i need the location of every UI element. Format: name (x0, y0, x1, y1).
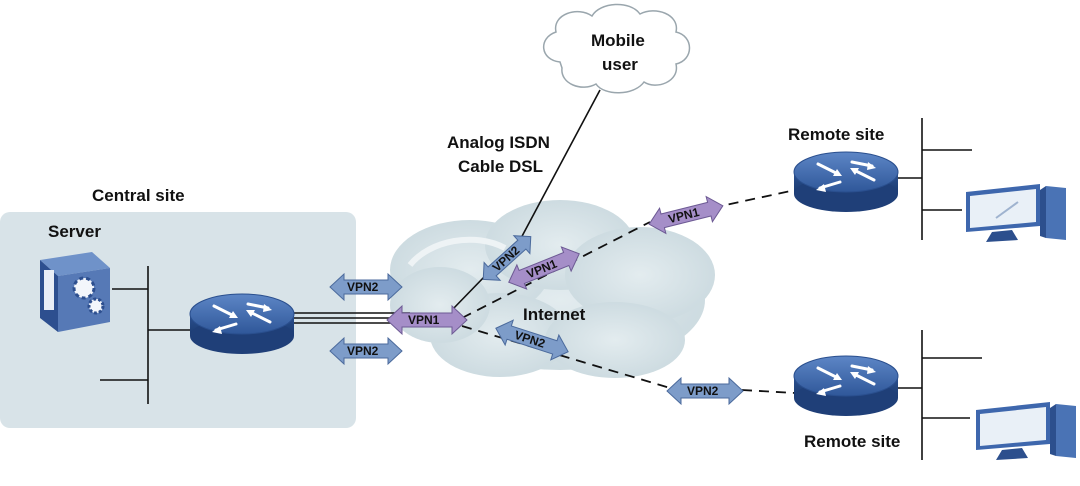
mobile-user-cloud (543, 3, 691, 94)
vpn2-remote-text: VPN2 (687, 384, 719, 398)
vpn1-central-text: VPN1 (408, 313, 440, 327)
remote-site-top-label: Remote site (788, 125, 884, 144)
internet-cloud (390, 200, 715, 378)
vpn2-lower-text: VPN2 (347, 344, 379, 358)
remote-router-top-icon (792, 150, 900, 214)
mobile-user-line1: Mobile (591, 31, 645, 50)
central-router-icon (188, 292, 296, 356)
server-label: Server (48, 222, 101, 241)
access-types-line1: Analog ISDN (447, 133, 550, 152)
server-icon (40, 252, 110, 332)
vpn1-arrow-remote-top: VPN1 (648, 195, 724, 235)
vpn1-arrow-central: VPN1 (386, 304, 468, 336)
computer-top-icon (966, 184, 1066, 242)
vpn2-arrow-upper: VPN2 (329, 272, 403, 302)
internet-label: Internet (523, 305, 586, 324)
mobile-user-line2: user (602, 55, 638, 74)
central-site-title: Central site (92, 186, 185, 205)
remote-site-bottom-label: Remote site (804, 432, 900, 451)
access-types-line2: Cable DSL (458, 157, 543, 176)
vpn2-arrow-lower: VPN2 (329, 336, 403, 366)
computer-bottom-icon (976, 402, 1076, 460)
vpn2-arrow-remote-bottom: VPN2 (666, 376, 744, 406)
vpn2-upper-text: VPN2 (347, 280, 379, 294)
remote-router-bottom-icon (792, 354, 900, 418)
